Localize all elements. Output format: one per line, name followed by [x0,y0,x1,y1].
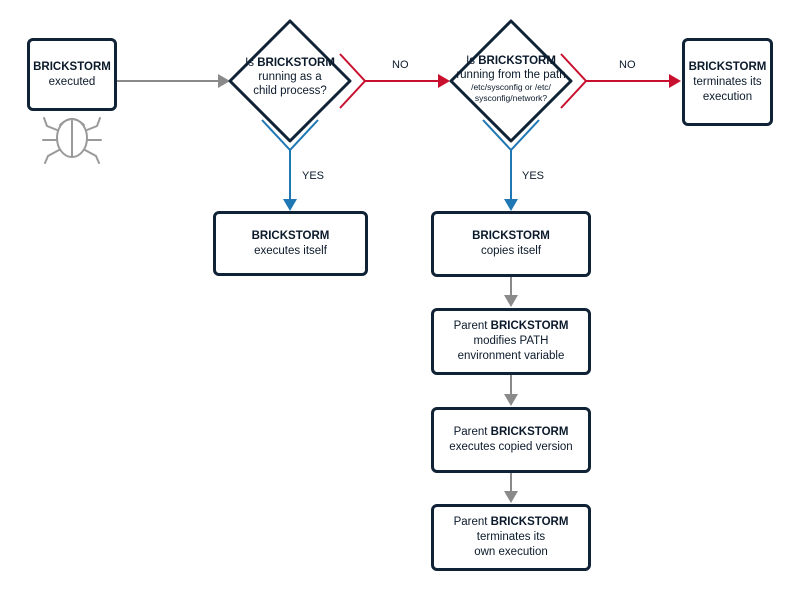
executes-copied-bold: BRICKSTORM [490,426,569,438]
decision2-text: Is BRICKSTORM running from the path /etc… [456,54,566,104]
terminate-line1: terminates its [693,75,762,88]
arrowhead-decision1-no [438,74,450,88]
arrowhead-decision1-yes [283,199,297,211]
decision1-bold: BRICKSTORM [257,57,335,69]
executes-itself-title: BRICKSTORM [251,229,330,242]
modifies-path-prefix: Parent [453,320,491,332]
executes-itself-text: executes itself [254,244,327,257]
copies-itself-title: BRICKSTORM [472,230,550,242]
terminates-own-line1: terminates its [476,531,546,543]
start-title: BRICKSTORM [33,60,111,73]
no-label-1: NO [392,59,409,71]
modifies-path-heading: Parent BRICKSTORM [454,319,569,334]
start-text: executed [48,75,96,88]
terminates-own-heading: Parent BRICKSTORM [454,515,569,530]
executes-copied-prefix: Parent [453,426,491,438]
arrowhead-step4-to-step5 [504,491,518,503]
decision1-line3: child process? [253,85,327,97]
arrowhead-decision2-yes [504,199,518,211]
executes-itself-box: BRICKSTORM executes itself [213,211,368,276]
terminates-own-bold: BRICKSTORM [490,516,569,528]
modifies-path-box: Parent BRICKSTORM modifies PATH environm… [431,308,591,375]
modifies-path-line2: environment variable [457,350,565,362]
terminate-title: BRICKSTORM [688,60,767,73]
decision2-prefix: Is [466,55,479,67]
decision2-line1: Is BRICKSTORM [456,54,566,68]
decision2-line3: /etc/sysconfig or /etc/ [471,82,551,92]
yes-label-1: YES [302,170,325,182]
arrowhead-start-to-decision1 [218,74,230,88]
bug-icon [42,101,102,164]
yes-label-2: YES [522,170,545,182]
decision2-line4: sysconfig/network? [474,93,548,103]
terminate-box: BRICKSTORM terminates its execution [682,38,773,126]
terminates-own-prefix: Parent [453,516,491,528]
copies-itself-box: BRICKSTORM copies itself [431,211,591,277]
executes-copied-heading: Parent BRICKSTORM [454,425,569,440]
arrowhead-step2-to-step3 [504,295,518,307]
terminates-own-box: Parent BRICKSTORM terminates its own exe… [431,504,591,571]
executes-copied-box: Parent BRICKSTORM executes copied versio… [431,407,591,473]
start-box: BRICKSTORM executed [27,38,117,111]
terminate-line2: execution [702,90,753,103]
decision1-text: Is BRICKSTORM running as a child process… [240,56,340,98]
decision2-bold: BRICKSTORM [478,55,556,67]
arrowhead-step3-to-step4 [504,394,518,406]
terminates-own-line2: own execution [474,546,548,558]
no-label-2: NO [619,59,636,71]
decision2-diamond [449,19,573,143]
modifies-path-bold: BRICKSTORM [490,320,569,332]
decision1-diamond [228,19,352,143]
decision1-prefix: Is [245,57,258,69]
arrowhead-decision2-no [669,74,681,88]
executes-copied-line1: executes copied version [449,441,573,453]
decision1-line2: running as a [258,71,322,83]
copies-itself-text: copies itself [480,245,542,257]
decision2-line2: running from the path [456,69,566,81]
decision1-line1: Is BRICKSTORM [240,56,340,70]
modifies-path-line1: modifies PATH [473,335,549,347]
